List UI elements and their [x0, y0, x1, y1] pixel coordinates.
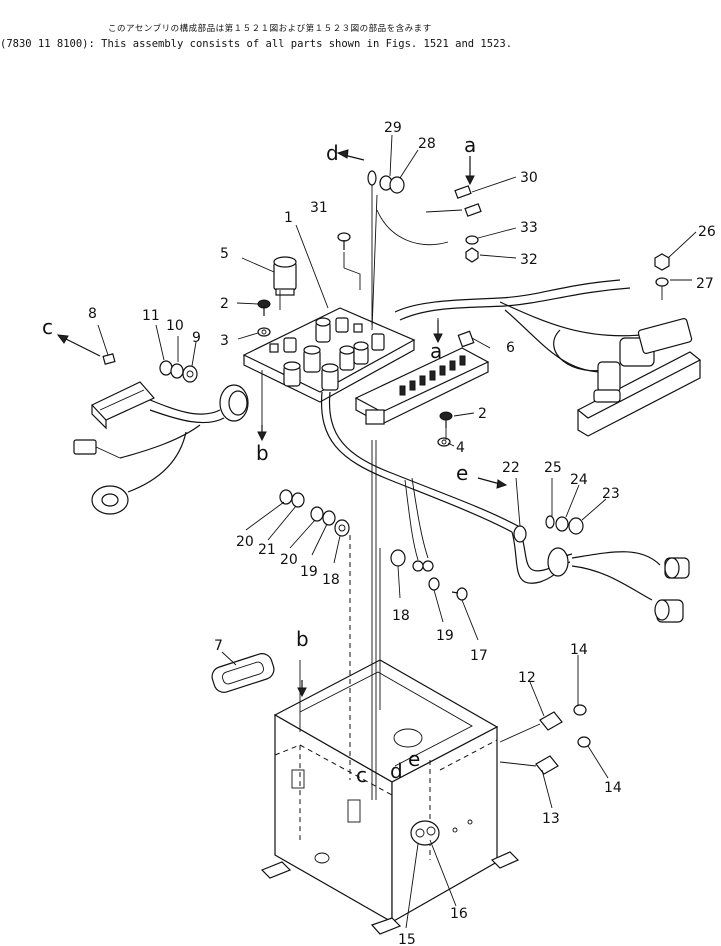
callout-28: 28: [418, 136, 436, 152]
screw-and-washer-lower: [437, 411, 453, 447]
callout-8: 8: [88, 306, 97, 322]
ref-letter-d: d: [390, 759, 403, 783]
header-note-english: (7830 11 8100): This assembly consists o…: [0, 38, 513, 50]
callout-14: 14: [570, 642, 588, 658]
callout-5: 5: [220, 246, 229, 262]
callout-24: 24: [570, 472, 588, 488]
callout-17: 17: [470, 648, 488, 664]
callout-1: 1: [284, 210, 293, 226]
callout-12: 12: [518, 670, 536, 686]
callout-13: 13: [542, 811, 560, 827]
callout-16: 16: [450, 906, 468, 922]
screw-and-washer: [257, 299, 271, 337]
callout-29: 29: [384, 120, 402, 136]
callout-10: 10: [166, 318, 184, 334]
callout-19: 19: [300, 564, 318, 580]
callout-26: 26: [698, 224, 716, 240]
callout-19: 19: [436, 628, 454, 644]
callout-27: 27: [696, 276, 714, 292]
callout-18: 18: [322, 572, 340, 588]
hardware-fasteners: [102, 170, 670, 775]
callout-25: 25: [544, 460, 562, 476]
callout-33: 33: [520, 220, 538, 236]
reference-arrows: [56, 149, 508, 698]
right-connectors: [547, 547, 690, 623]
header-note-japanese: このアセンブリの構成部品は第１５２１図および第１５２３図の部品を含みます: [108, 24, 432, 34]
callout-20: 20: [280, 552, 298, 568]
callout-23: 23: [602, 486, 620, 502]
callout-30: 30: [520, 170, 538, 186]
callout-7: 7: [214, 638, 223, 654]
callout-3: 3: [220, 333, 229, 349]
ref-letter-b: b: [256, 441, 269, 465]
ref-letter-e: e: [456, 461, 468, 485]
circuit-board-assembly: [242, 307, 416, 403]
reference-letters: a a b b c c d d e e: [42, 133, 476, 787]
wire-harness: [320, 185, 641, 800]
control-box: [260, 659, 520, 935]
left-harness-connectors: [73, 381, 249, 515]
ref-letter-b: b: [296, 627, 309, 651]
ref-letter-a: a: [464, 133, 476, 157]
callout-9: 9: [192, 330, 201, 346]
callout-6: 6: [506, 340, 515, 356]
ref-letter-c: c: [42, 315, 53, 339]
right-bracket-assembly: [576, 318, 702, 437]
callout-22: 22: [502, 460, 520, 476]
ref-letter-d: d: [326, 141, 339, 165]
ref-letter-a: a: [430, 339, 442, 363]
callout-15: 15: [398, 932, 416, 946]
callout-32: 32: [520, 252, 538, 268]
ref-letter-e: e: [408, 747, 420, 771]
screw-31: [337, 232, 361, 290]
assembly-lines: [261, 290, 541, 780]
callout-labels: 1 2 2 3 4 5 6 7 8 9 10 11 12 13 14 14 15…: [88, 120, 716, 946]
callout-21: 21: [258, 542, 276, 558]
callout-4: 4: [456, 440, 465, 456]
callout-20: 20: [236, 534, 254, 550]
callout-31: 31: [310, 200, 328, 216]
callout-2: 2: [478, 406, 487, 422]
callout-18: 18: [392, 608, 410, 624]
callout-11: 11: [142, 308, 160, 324]
callout-2: 2: [220, 296, 229, 312]
callout-14: 14: [604, 780, 622, 796]
terminal-block: [354, 330, 490, 425]
leader-lines: [97, 134, 697, 929]
ref-letter-c: c: [356, 763, 367, 787]
relay-component: [273, 256, 297, 296]
